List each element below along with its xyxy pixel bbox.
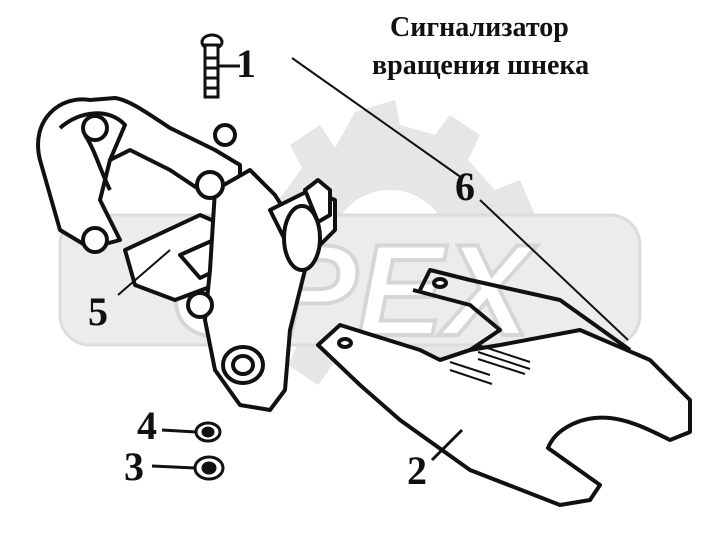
warning-label-marks — [449, 344, 531, 385]
leader-3 — [151, 464, 196, 470]
callout-2: 2 — [407, 448, 427, 493]
washer-part — [194, 421, 222, 443]
leader-6b — [479, 199, 629, 341]
leader-4 — [161, 428, 197, 434]
callout-5: 5 — [88, 289, 108, 334]
bolt-part — [200, 33, 224, 99]
callout-1: 1 — [236, 41, 256, 86]
nut-part — [193, 455, 225, 481]
leader-6 — [291, 57, 463, 179]
bracket-part — [316, 268, 692, 507]
title-line-1: Сигнализатор — [390, 12, 569, 43]
title-line-2: вращения шнека — [372, 50, 590, 81]
callout-6: 6 — [455, 164, 475, 209]
callout-3: 3 — [124, 444, 144, 489]
callout-4: 4 — [137, 403, 157, 448]
sensor-assembly — [36, 96, 337, 412]
leader-2 — [430, 428, 464, 462]
leader-5 — [117, 249, 171, 296]
